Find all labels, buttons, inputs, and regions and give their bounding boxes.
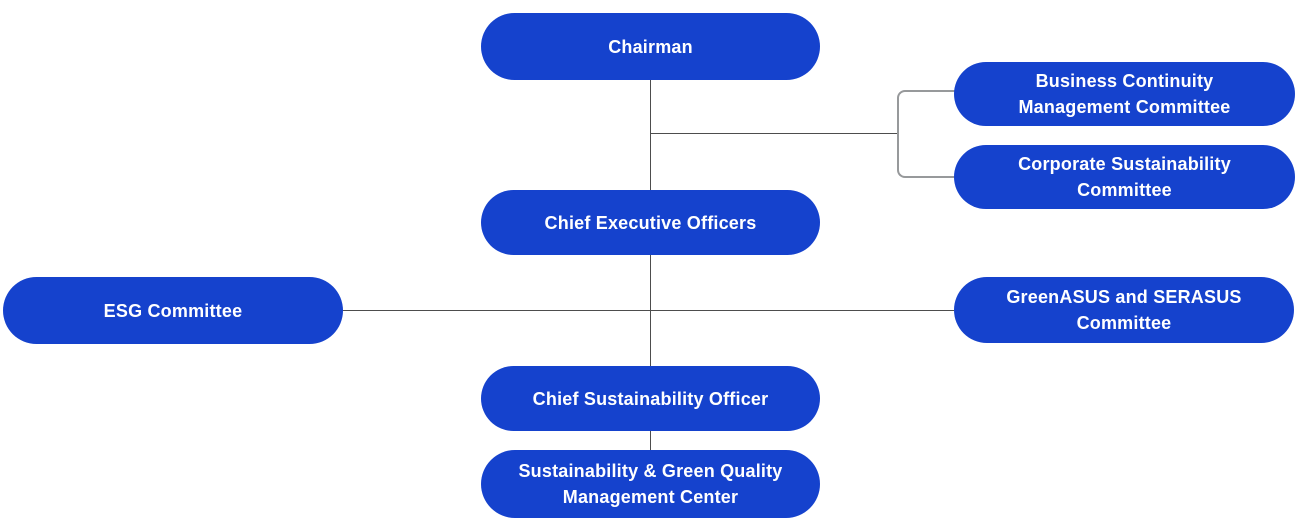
connector-bracket-right-committees: [897, 90, 955, 178]
node-corporate-sustainability-committee: Corporate Sustainability Committee: [954, 145, 1295, 209]
node-label: Chief Sustainability Officer: [532, 388, 769, 409]
node-greenasus-serasus-committee: GreenASUS and SERASUS Committee: [954, 277, 1294, 343]
connector-cso-center: [650, 431, 651, 450]
node-label: Committee: [1077, 180, 1172, 200]
node-label: Chairman: [608, 36, 693, 57]
node-sustainability-green-quality-management-center: Sustainability & Green Quality Managemen…: [481, 450, 820, 518]
connector-chairman-ceo: [650, 80, 651, 190]
node-business-continuity-management-committee: Business Continuity Management Committee: [954, 62, 1295, 126]
node-label: Management Center: [562, 487, 739, 507]
connector-chairman-committees: [650, 133, 898, 134]
node-label: Corporate Sustainability: [1018, 154, 1231, 174]
node-esg-committee: ESG Committee: [3, 277, 343, 344]
node-chairman: Chairman: [481, 13, 820, 80]
node-label: ESG Committee: [103, 300, 243, 321]
node-chief-sustainability-officer: Chief Sustainability Officer: [481, 366, 820, 431]
node-label: Business Continuity: [1035, 71, 1214, 91]
node-label: Chief Executive Officers: [544, 212, 757, 233]
node-label: Sustainability & Green Quality: [518, 461, 783, 481]
node-label: Management Committee: [1018, 97, 1231, 117]
node-label: Committee: [1076, 313, 1172, 333]
node-chief-executive-officers: Chief Executive Officers: [481, 190, 820, 255]
connector-esg-greenasus: [343, 310, 954, 311]
node-label: GreenASUS and SERASUS: [1006, 287, 1242, 307]
